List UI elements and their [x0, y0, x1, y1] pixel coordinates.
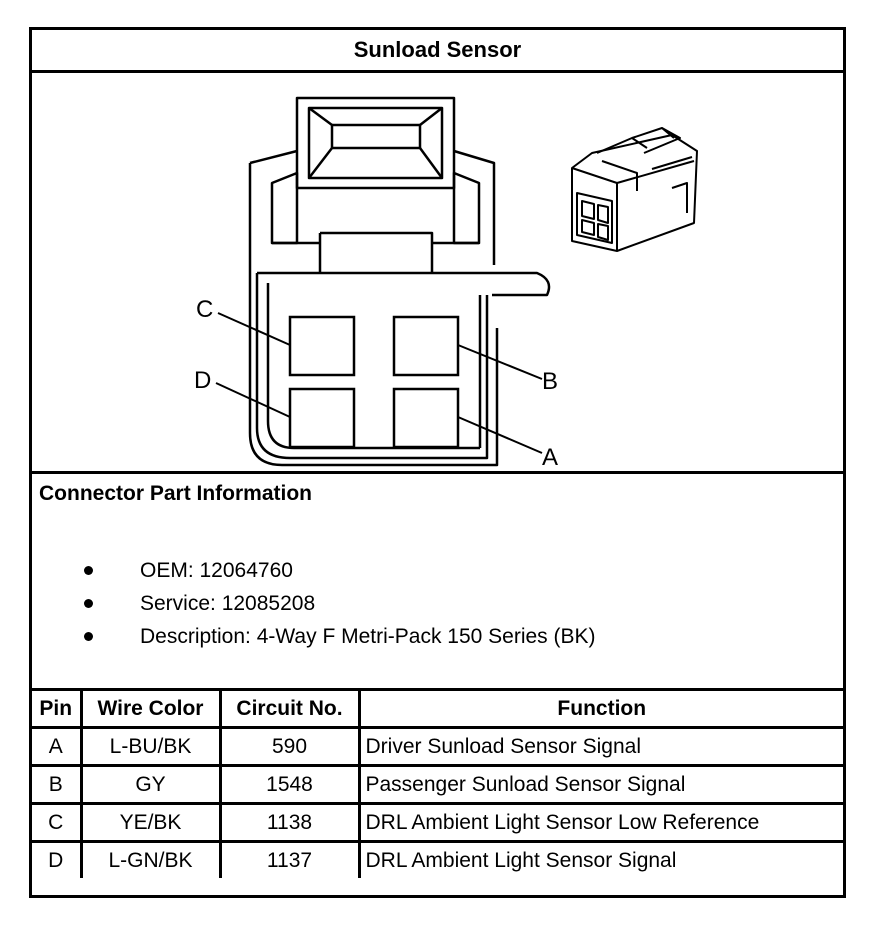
wire-color-cell: GY [79, 764, 222, 805]
circuit-cell: 1138 [218, 802, 361, 843]
pin-label-a: A [542, 444, 558, 471]
cavity-c [288, 315, 356, 377]
pin-cell: A [32, 726, 83, 767]
list-item: Description: 4-Way F Metri-Pack 150 Seri… [84, 620, 596, 653]
function-cell: Driver Sunload Sensor Signal [357, 726, 843, 767]
table-row: D L-GN/BK 1137 DRL Ambient Light Sensor … [32, 840, 843, 878]
wire-color-cell: L-BU/BK [79, 726, 222, 767]
pin-label-d: D [194, 367, 211, 394]
table-row: B GY 1548 Passenger Sunload Sensor Signa… [32, 764, 843, 805]
pin-cell: B [32, 764, 83, 805]
service-part-number: Service: 12085208 [140, 592, 316, 615]
circuit-cell: 1548 [218, 764, 361, 805]
sheet-title: Sunload Sensor [32, 30, 843, 73]
connector-info-list: OEM: 12064760 Service: 12085208 Descript… [84, 554, 596, 653]
connector-description: Description: 4-Way F Metri-Pack 150 Seri… [140, 625, 596, 648]
cavity-b [392, 315, 460, 377]
pin-cell: C [32, 802, 83, 843]
connector-isometric-view [571, 127, 698, 252]
circuit-cell: 590 [218, 726, 361, 767]
circuit-cell: 1137 [218, 840, 361, 878]
column-header-wire-color: Wire Color [79, 691, 222, 729]
bullet-icon [84, 632, 93, 641]
connector-part-info: Connector Part Information OEM: 12064760… [32, 474, 843, 691]
wire-color-cell: L-GN/BK [79, 840, 222, 878]
column-header-pin: Pin [32, 691, 83, 729]
wire-color-cell: YE/BK [79, 802, 222, 843]
pin-table: Pin Wire Color Circuit No. Function A L-… [32, 691, 843, 878]
function-cell: DRL Ambient Light Sensor Low Reference [357, 802, 843, 843]
function-cell: Passenger Sunload Sensor Signal [357, 764, 843, 805]
table-row: A L-BU/BK 590 Driver Sunload Sensor Sign… [32, 726, 843, 767]
function-cell: DRL Ambient Light Sensor Signal [357, 840, 843, 878]
oem-part-number: OEM: 12064760 [140, 559, 293, 582]
column-header-circuit-no: Circuit No. [218, 691, 361, 729]
cavity-d [288, 387, 356, 449]
pin-cell: D [32, 840, 83, 878]
table-header-row: Pin Wire Color Circuit No. Function [32, 691, 843, 729]
bullet-icon [84, 566, 93, 575]
connector-info-heading: Connector Part Information [39, 482, 313, 505]
connector-drawing: C D B A [194, 96, 698, 471]
connector-sheet: Sunload Sensor [29, 27, 846, 898]
table-row: C YE/BK 1138 DRL Ambient Light Sensor Lo… [32, 802, 843, 843]
cavity-a [392, 387, 460, 449]
connector-face-figure: C D B A [32, 73, 843, 474]
column-header-function: Function [357, 691, 843, 729]
list-item: Service: 12085208 [84, 587, 596, 620]
bullet-icon [84, 599, 93, 608]
pin-label-c: C [196, 296, 213, 323]
pin-label-b: B [542, 368, 558, 395]
list-item: OEM: 12064760 [84, 554, 596, 587]
